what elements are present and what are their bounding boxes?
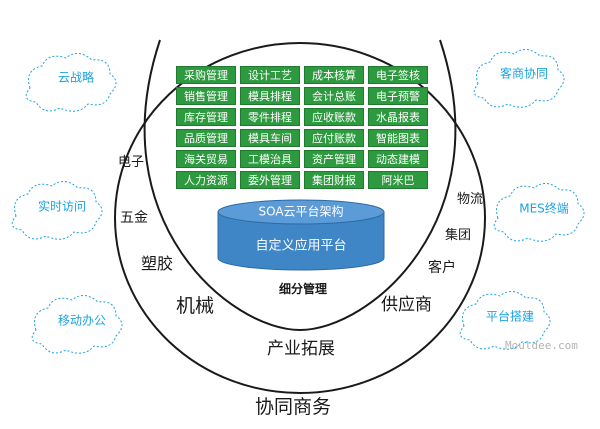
- module-cell: 委外管理: [240, 171, 300, 189]
- industry-label-right: 集团: [445, 228, 472, 243]
- cloud-shape: [31, 295, 123, 354]
- industry-label-right: 客户: [428, 260, 456, 276]
- module-cell: 工模治具: [240, 150, 300, 168]
- cylinder-top-label: SOA云平台架构: [258, 204, 344, 219]
- module-cell: 模具排程: [240, 87, 300, 105]
- cloud-label: 平台搭建: [485, 309, 535, 324]
- industry-label-left: 塑胶: [141, 254, 174, 273]
- module-cell: 成本核算: [304, 66, 364, 84]
- cloud-shape: [493, 183, 585, 242]
- footer-title: 协同商务: [255, 396, 332, 418]
- module-cell: 模具车间: [240, 129, 300, 147]
- industry-label-right: 供应商: [381, 295, 432, 315]
- module-cell: 动态建模: [368, 150, 428, 168]
- cloud-shape: [11, 181, 103, 240]
- module-cell: 会计总账: [304, 87, 364, 105]
- module-cell: 电子签核: [368, 66, 428, 84]
- cloud-label: 客商协同: [499, 66, 549, 81]
- module-cell: 采购管理: [176, 66, 236, 84]
- module-cell: 海关贸易: [176, 150, 236, 168]
- cylinder-body-label: 自定义应用平台: [255, 238, 347, 254]
- module-cell: 智能图表: [368, 129, 428, 147]
- module-grid: 采购管理 设计工艺 成本核算 电子签核 销售管理 模具排程 会计总账 电子预警 …: [176, 66, 428, 189]
- cloud-label: 实时访问: [37, 199, 87, 214]
- cloud-label: MES终端: [519, 201, 569, 216]
- industry-label-right: 物流: [457, 192, 484, 207]
- inner-crescent-arc: [143, 39, 457, 332]
- module-cell: 品质管理: [176, 129, 236, 147]
- cloud-shape: [473, 49, 565, 108]
- module-cell: 集团财报: [304, 171, 364, 189]
- module-cell: 销售管理: [176, 87, 236, 105]
- cylinder-platform: [217, 199, 385, 271]
- cloud-label: 移动办公: [57, 313, 107, 328]
- module-cell: 电子预警: [368, 87, 428, 105]
- module-cell: 水晶报表: [368, 108, 428, 126]
- module-cell: 资产管理: [304, 150, 364, 168]
- module-cell: 零件排程: [240, 108, 300, 126]
- bottom-ring-label: 产业拓展: [267, 339, 335, 359]
- outer-ring: [114, 42, 486, 394]
- industry-label-left: 五金: [120, 210, 148, 226]
- cloud-shape: [25, 53, 117, 112]
- module-cell: 人力资源: [176, 171, 236, 189]
- module-cell: 应收账款: [304, 108, 364, 126]
- module-cell: 阿米巴: [368, 171, 428, 189]
- watermark: Mouldee.com: [505, 339, 578, 352]
- industry-label-left: 电子: [118, 155, 145, 170]
- cloud-label: 云战略: [57, 70, 95, 85]
- module-cell: 设计工艺: [240, 66, 300, 84]
- module-cell: 库存管理: [176, 108, 236, 126]
- cloud-shape: [459, 291, 551, 350]
- center-caption: 细分管理: [279, 282, 328, 296]
- module-cell: 应付账款: [304, 129, 364, 147]
- industry-label-left: 机械: [176, 295, 215, 317]
